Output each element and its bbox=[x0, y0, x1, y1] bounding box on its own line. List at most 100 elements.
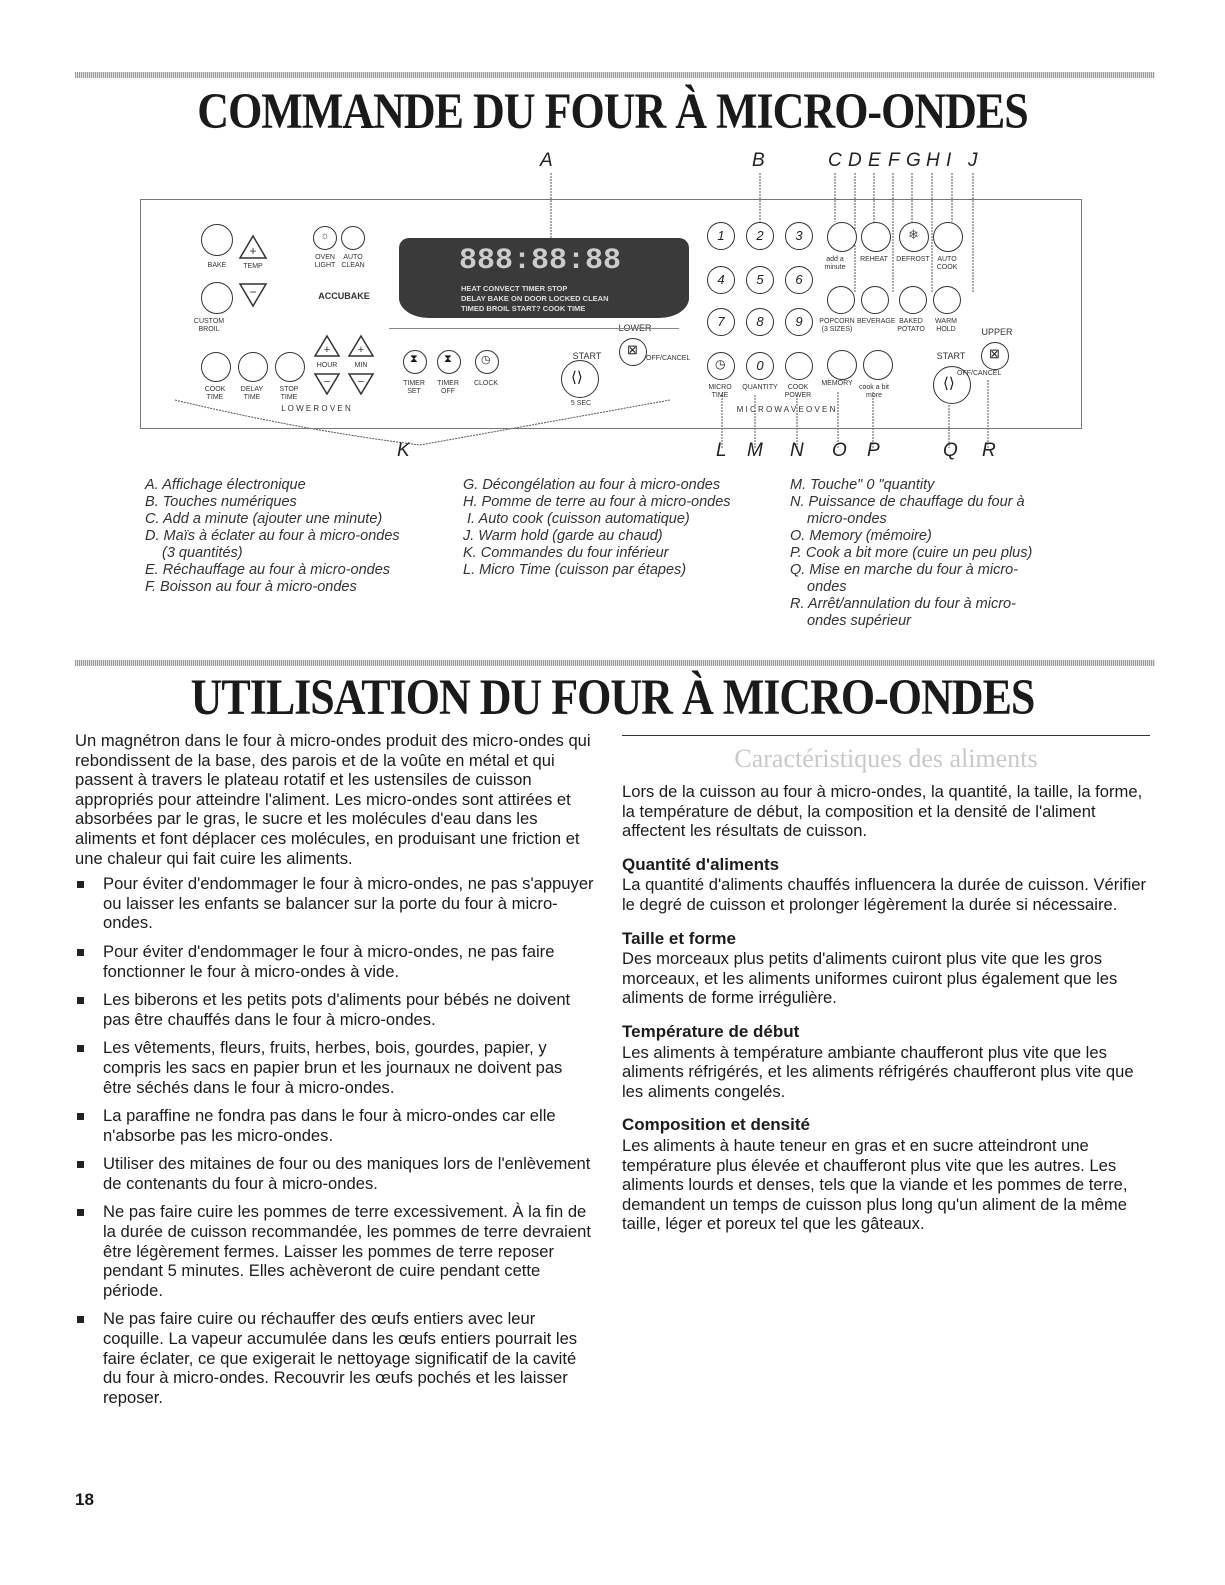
cook-a-bit-more-button[interactable] bbox=[863, 350, 893, 380]
callout-d: D bbox=[848, 150, 862, 171]
section-title-usage: UTILISATION DU FOUR À MICRO-ONDES bbox=[190, 669, 1036, 726]
timer-set-label: TIMER SET bbox=[403, 380, 425, 395]
auto-clean-button[interactable] bbox=[341, 226, 365, 250]
temp-down-button[interactable]: − bbox=[238, 282, 268, 308]
callout-j: J bbox=[968, 150, 978, 171]
start-arrows-icon: ⟨⟩ bbox=[943, 375, 955, 392]
list-item: Pour éviter d'endommager le four à micro… bbox=[75, 942, 595, 981]
lower-start-label: START bbox=[572, 351, 602, 361]
callout-i: I bbox=[946, 150, 952, 171]
cook-time-label: COOK TIME bbox=[204, 386, 226, 401]
upper-off-cancel-label: OFF/CANCEL bbox=[957, 370, 1002, 377]
reheat-button[interactable] bbox=[861, 222, 891, 252]
callout-e: E bbox=[868, 150, 881, 171]
cook-power-button[interactable] bbox=[785, 352, 813, 380]
oven-light-button[interactable]: ☼ bbox=[313, 226, 337, 250]
callout-h: H bbox=[926, 150, 940, 171]
legend-item: N. Puissance de chauffage du four à bbox=[790, 494, 1025, 510]
callout-f: F bbox=[888, 150, 900, 171]
list-item: Ne pas faire cuire ou réchauffer des œuf… bbox=[75, 1309, 595, 1407]
lower-oven-label: L O W E R O V E N bbox=[281, 404, 351, 413]
right-intro: Lors de la cuisson au four à micro-ondes… bbox=[622, 782, 1143, 841]
callout-g: G bbox=[906, 150, 921, 171]
subheading: Composition et densité bbox=[622, 1115, 810, 1135]
callout-n: N bbox=[790, 440, 804, 461]
defrost-button[interactable]: ❄ bbox=[899, 222, 929, 252]
key-7[interactable]: 7 bbox=[707, 308, 735, 336]
list-item: Ne pas faire cuire les pommes de terre e… bbox=[75, 1202, 595, 1300]
bake-button[interactable] bbox=[201, 224, 233, 256]
control-panel: BAKE + TEMP − CUSTOM BROIL ☼ OVEN LIGHT … bbox=[140, 199, 1082, 429]
right-column: Lors de la cuisson au four à micro-ondes… bbox=[622, 782, 1150, 1234]
hour-up-button[interactable]: + bbox=[313, 334, 341, 358]
clock-button[interactable]: ◷ bbox=[475, 350, 499, 374]
auto-cook-label: AUTO COOK bbox=[936, 256, 958, 271]
callout-l: L bbox=[716, 440, 727, 461]
upper-off-cancel-button[interactable]: ⊠ bbox=[981, 342, 1009, 370]
svg-text:+: + bbox=[249, 244, 256, 258]
beverage-label: BEVERAGE bbox=[857, 318, 896, 325]
add-a-minute-button[interactable] bbox=[827, 222, 857, 252]
legend-item: A. Affichage électronique bbox=[145, 477, 306, 493]
legend-item: M. Touche" 0 "quantity bbox=[790, 477, 935, 493]
beverage-button[interactable] bbox=[861, 286, 889, 314]
key-2[interactable]: 2 bbox=[746, 222, 774, 250]
auto-cook-button[interactable] bbox=[933, 222, 963, 252]
legend-item: P. Cook a bit more (cuire un peu plus) bbox=[790, 545, 1033, 561]
callout-leaders bbox=[174, 173, 989, 448]
legend-item: B. Touches numériques bbox=[145, 494, 297, 510]
bake-label: BAKE bbox=[207, 262, 227, 269]
legend-item: J. Warm hold (garde au chaud) bbox=[463, 528, 663, 544]
baked-potato-button[interactable] bbox=[899, 286, 927, 314]
reheat-label: REHEAT bbox=[860, 256, 888, 263]
memory-label: MEMORY bbox=[821, 380, 853, 387]
upper-start-button[interactable]: ⟨⟩ bbox=[933, 366, 971, 404]
warm-hold-button[interactable] bbox=[933, 286, 961, 314]
delay-time-label: DELAY TIME bbox=[240, 386, 264, 401]
legend-item: F. Boisson au four à micro-ondes bbox=[145, 579, 357, 595]
custom-broil-button[interactable] bbox=[201, 282, 233, 314]
min-up-button[interactable]: + bbox=[347, 334, 375, 358]
key-0[interactable]: 0 bbox=[746, 352, 774, 380]
x-icon: ⊠ bbox=[627, 342, 638, 357]
five-sec-label: 5 SEC bbox=[570, 400, 592, 407]
display-row-1: HEAT CONVECT TIMER STOP bbox=[461, 284, 568, 293]
key-4[interactable]: 4 bbox=[707, 266, 735, 294]
upper-label: UPPER bbox=[981, 327, 1013, 337]
paragraph: Les aliments à haute teneur en gras et e… bbox=[622, 1135, 1128, 1234]
clock-icon: ◷ bbox=[715, 357, 726, 371]
key-1[interactable]: 1 bbox=[707, 222, 735, 250]
lower-start-button[interactable]: ⟨⟩ bbox=[561, 360, 599, 398]
cook-time-button[interactable] bbox=[201, 352, 231, 382]
legend-item: E. Réchauffage au four à micro-ondes bbox=[145, 562, 391, 578]
legend-item: D. Maïs à éclater au four à micro-ondes bbox=[145, 528, 400, 544]
legend-col-2: G. Décongélation au four à micro-ondes H… bbox=[463, 477, 773, 579]
paragraph: Les aliments à température ambiante chau… bbox=[622, 1042, 1134, 1101]
timer-off-button[interactable]: ⧗ bbox=[437, 350, 461, 374]
food-characteristics-heading: Caractéristiques des aliments bbox=[734, 744, 1038, 773]
legend-item: ondes bbox=[807, 579, 847, 595]
delay-time-button[interactable] bbox=[238, 352, 268, 382]
lower-off-cancel-button[interactable]: ⊠ bbox=[619, 338, 647, 366]
timer-set-button[interactable]: ⧗ bbox=[403, 350, 427, 374]
stop-time-button[interactable] bbox=[275, 352, 305, 382]
min-label: MIN bbox=[354, 362, 368, 369]
legend-item: I. Auto cook (cuisson automatique) bbox=[467, 511, 690, 527]
callout-c: C bbox=[828, 150, 842, 171]
hour-down-button[interactable]: − bbox=[313, 372, 341, 396]
key-6[interactable]: 6 bbox=[785, 266, 813, 294]
key-8[interactable]: 8 bbox=[746, 308, 774, 336]
min-down-button[interactable]: − bbox=[347, 372, 375, 396]
section-title-controls: COMMANDE DU FOUR À MICRO-ONDES bbox=[197, 83, 1028, 140]
micro-time-button[interactable]: ◷ bbox=[707, 352, 735, 380]
legend-col-1: A. Affichage électronique B. Touches num… bbox=[145, 477, 445, 596]
key-5[interactable]: 5 bbox=[746, 266, 774, 294]
accubake-label: ACCUBAKE bbox=[318, 291, 370, 301]
key-9[interactable]: 9 bbox=[785, 308, 813, 336]
memory-button[interactable] bbox=[827, 350, 857, 380]
key-3[interactable]: 3 bbox=[785, 222, 813, 250]
display-digits: 888:88:88 bbox=[459, 244, 622, 278]
callout-p: P bbox=[867, 440, 880, 461]
temp-up-button[interactable]: + bbox=[238, 234, 268, 260]
popcorn-button[interactable] bbox=[827, 286, 855, 314]
